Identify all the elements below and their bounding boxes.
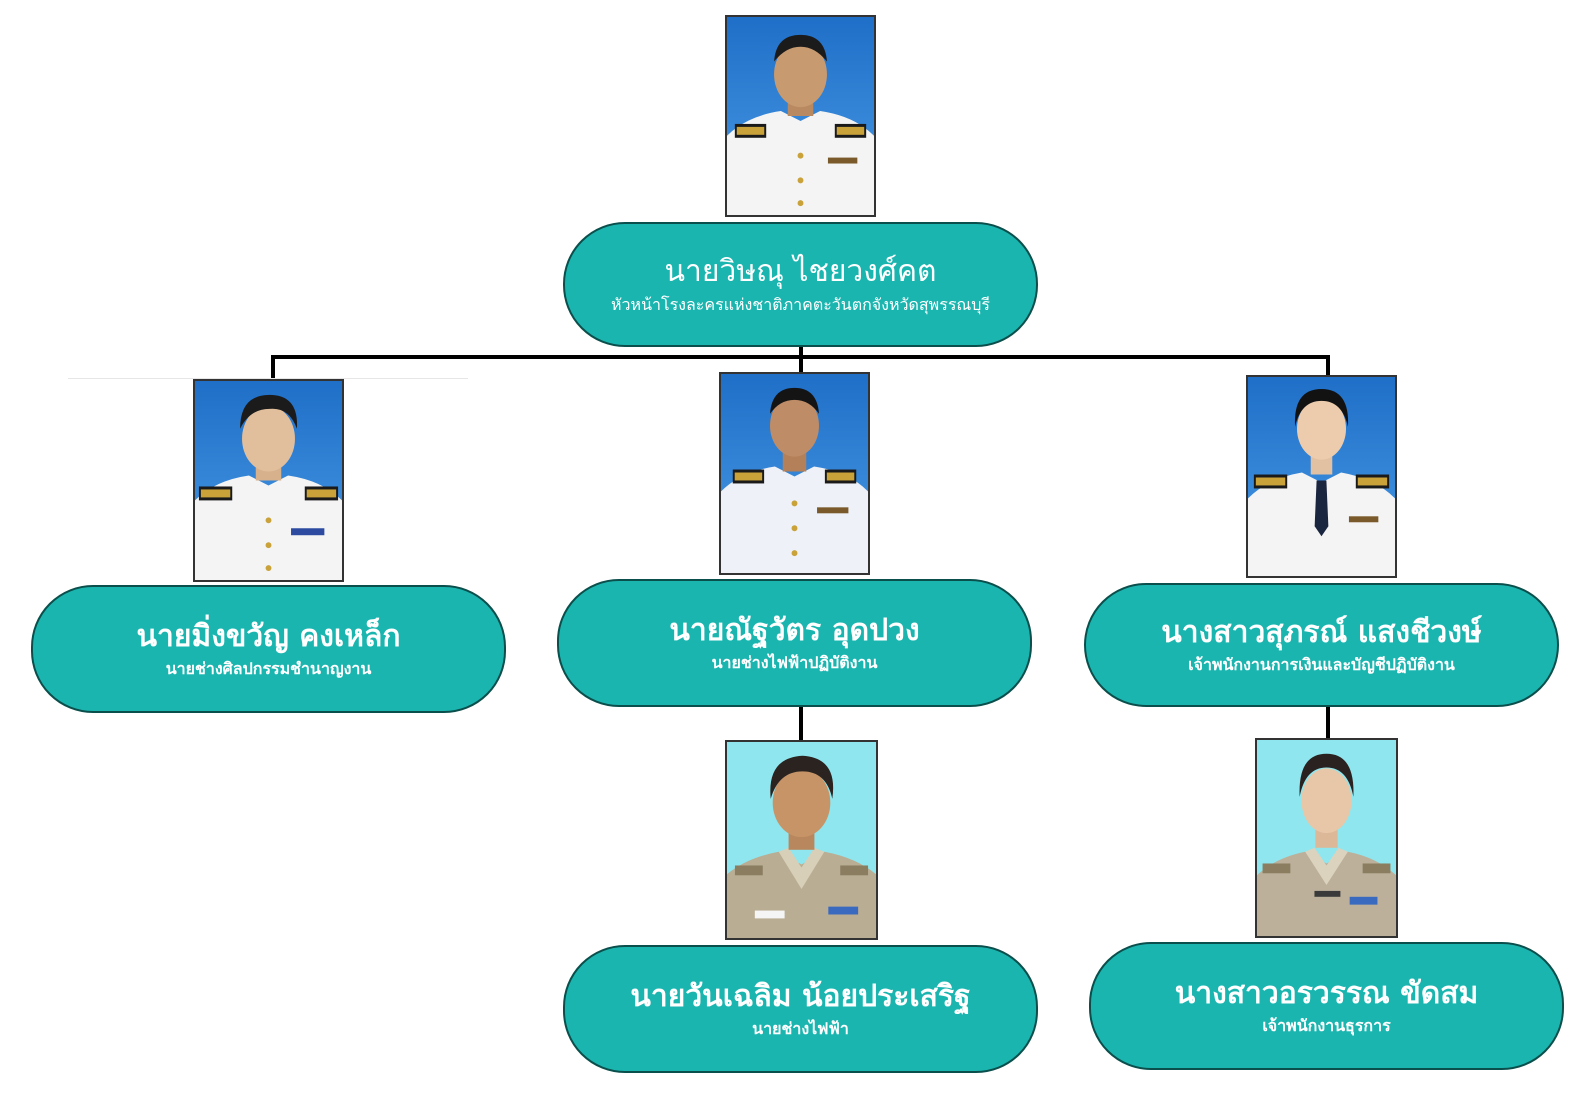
staff-photo-2 <box>719 372 870 575</box>
staff-photo-5 <box>1255 738 1398 938</box>
staff-card-1: นายมิ่งขวัญ คงเหล็ก นายช่างศิลปกรรมชำนาญ… <box>31 585 506 713</box>
staff-card-5: นางสาวอรวรรณ ขัดสม เจ้าพนักงานธุรการ <box>1089 942 1564 1070</box>
staff-role-2: นายช่างไฟฟ้าปฏิบัติงาน <box>711 653 878 673</box>
director-photo <box>725 15 876 217</box>
staff-card-3: นางสาวสุภรณ์ แสงชีวงษ์ เจ้าพนักงานการเงิ… <box>1084 583 1559 707</box>
staff-name-4: นายวันเฉลิม น้อยประเสริฐ <box>630 978 971 1014</box>
staff-name-1: นายมิ่งขวัญ คงเหล็ก <box>136 618 401 654</box>
connector-director-down <box>799 344 803 358</box>
connector-right-to-sub <box>1326 705 1330 740</box>
director-role: หัวหน้าโรงละครแห่งชาติภาคตะวันตกจังหวัดส… <box>610 294 991 314</box>
staff-role-1: นายช่างศิลปกรรมชำนาญงาน <box>165 659 372 679</box>
staff-card-4: นายวันเฉลิม น้อยประเสริฐ นายช่างไฟฟ้า <box>563 945 1038 1073</box>
director-name: นายวิษณุ ไชยวงศ์คต <box>664 254 937 290</box>
staff-role-4: นายช่างไฟฟ้า <box>752 1019 849 1039</box>
staff-photo-3 <box>1246 375 1397 578</box>
director-card: นายวิษณุ ไชยวงศ์คต หัวหน้าโรงละครแห่งชาต… <box>563 222 1038 347</box>
connector-center-to-sub <box>799 705 803 741</box>
staff-photo-1 <box>193 379 344 582</box>
staff-photo-4 <box>725 740 878 940</box>
staff-role-3: เจ้าพนักงานการเงินและบัญชีปฏิบัติงาน <box>1188 655 1455 675</box>
divider <box>68 378 468 379</box>
connector-right-drop <box>1326 355 1330 377</box>
staff-name-5: นางสาวอรวรรณ ขัดสม <box>1174 975 1479 1011</box>
staff-name-2: นายณัฐวัตร อุดปวง <box>669 612 920 648</box>
staff-card-2: นายณัฐวัตร อุดปวง นายช่างไฟฟ้าปฏิบัติงาน <box>557 579 1032 707</box>
connector-center-drop <box>799 355 803 374</box>
staff-role-5: เจ้าพนักงานธุรการ <box>1262 1016 1391 1036</box>
connector-left-drop <box>271 355 275 381</box>
staff-name-3: นางสาวสุภรณ์ แสงชีวงษ์ <box>1161 614 1482 650</box>
